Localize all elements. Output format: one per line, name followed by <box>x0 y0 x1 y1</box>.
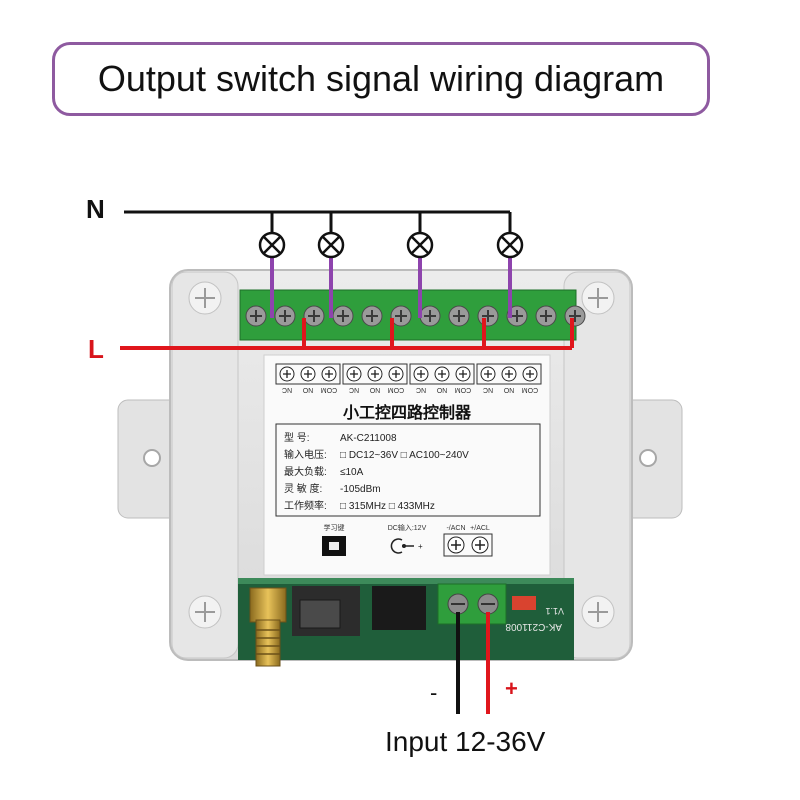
spec-key: 工作频率: <box>284 499 327 512</box>
terminal-icon <box>300 366 316 382</box>
terminal-screw-icon <box>274 305 296 327</box>
terminal-screw-icon <box>390 305 412 327</box>
pcb-board-label: AK-C211008 <box>505 621 562 632</box>
label-panel <box>263 354 551 576</box>
terminal-screw-icon <box>332 305 354 327</box>
terminal-label: NC <box>282 386 292 393</box>
lamp-icon <box>317 231 345 259</box>
spec-key: 型 号: <box>284 431 310 444</box>
spec-value: □ DC12~36V □ AC100~240V <box>340 450 469 461</box>
diagram-title: Output switch signal wiring diagram <box>97 58 665 99</box>
terminal-label: COM <box>388 386 405 393</box>
spec-key: 灵 敏 度: <box>284 482 322 495</box>
lamp-icon <box>406 231 434 259</box>
spec-value: ≤10A <box>340 467 364 478</box>
terminal-label: NC <box>349 386 359 393</box>
terminal-icon <box>522 366 538 382</box>
lamp-icon <box>258 231 286 259</box>
terminal-icon <box>471 536 489 554</box>
antenna-connector <box>249 587 287 667</box>
spec-key: 输入电压: <box>284 448 327 461</box>
terminal-screw-icon <box>361 305 383 327</box>
screw-icon <box>581 595 615 629</box>
live-label: L <box>88 334 104 364</box>
terminal-label: NC <box>416 386 426 393</box>
terminal-label: NC <box>483 386 493 393</box>
terminal-screw-icon <box>419 305 441 327</box>
terminal-screw-icon <box>245 305 267 327</box>
terminal-screw-icon <box>477 305 499 327</box>
terminal-icon <box>321 366 337 382</box>
pcb-version: V1.1 <box>545 606 564 616</box>
terminal-label: COM <box>321 386 338 393</box>
panel-heading: 小工控四路控制器 <box>343 403 472 422</box>
learn-key-label: 学习键 <box>324 523 345 532</box>
screw-icon <box>188 281 222 315</box>
title-box: Output switch signal wiring diagram <box>52 42 710 116</box>
spec-value: □ 315MHz □ 433MHz <box>340 501 435 512</box>
acl-label: +/ACL <box>470 525 490 532</box>
terminal-icon <box>501 366 517 382</box>
terminal-label: COM <box>455 386 472 393</box>
neutral-label: N <box>86 194 105 224</box>
terminal-screw-icon <box>564 305 586 327</box>
minus-label: - <box>430 680 438 705</box>
acn-label: -/ACN <box>446 525 465 532</box>
terminal-icon <box>434 366 450 382</box>
terminal-icon <box>388 366 404 382</box>
terminal-icon <box>455 366 471 382</box>
terminal-label: NO <box>302 386 313 393</box>
terminal-icon <box>367 366 383 382</box>
spec-value: -105dBm <box>340 484 381 495</box>
neutral-wire <box>124 210 512 232</box>
terminal-label: NO <box>369 386 380 393</box>
screw-icon <box>188 595 222 629</box>
terminal-label: COM <box>522 386 539 393</box>
terminal-screw-icon <box>448 305 470 327</box>
terminal-icon <box>279 366 295 382</box>
screw-icon <box>581 281 615 315</box>
spec-value: AK-C211008 <box>340 433 397 444</box>
input-voltage-label: Input 12-36V <box>385 726 546 757</box>
terminal-screw-icon <box>535 305 557 327</box>
terminal-label: NO <box>503 386 514 393</box>
load-wires <box>270 258 512 318</box>
terminal-icon <box>480 366 496 382</box>
terminal-label: NO <box>436 386 447 393</box>
plus-label: + <box>505 676 518 701</box>
dc-jack-icon: + <box>390 538 423 554</box>
terminal-icon <box>346 366 362 382</box>
terminal-screw-icon <box>303 305 325 327</box>
terminal-icon <box>447 536 465 554</box>
dc-input-label: DC输入:12V <box>388 523 427 532</box>
live-wire <box>120 318 574 350</box>
lamp-icon <box>496 231 524 259</box>
svg-text:+: + <box>418 542 423 551</box>
terminal-icon <box>413 366 429 382</box>
spec-key: 最大负载: <box>284 465 327 478</box>
